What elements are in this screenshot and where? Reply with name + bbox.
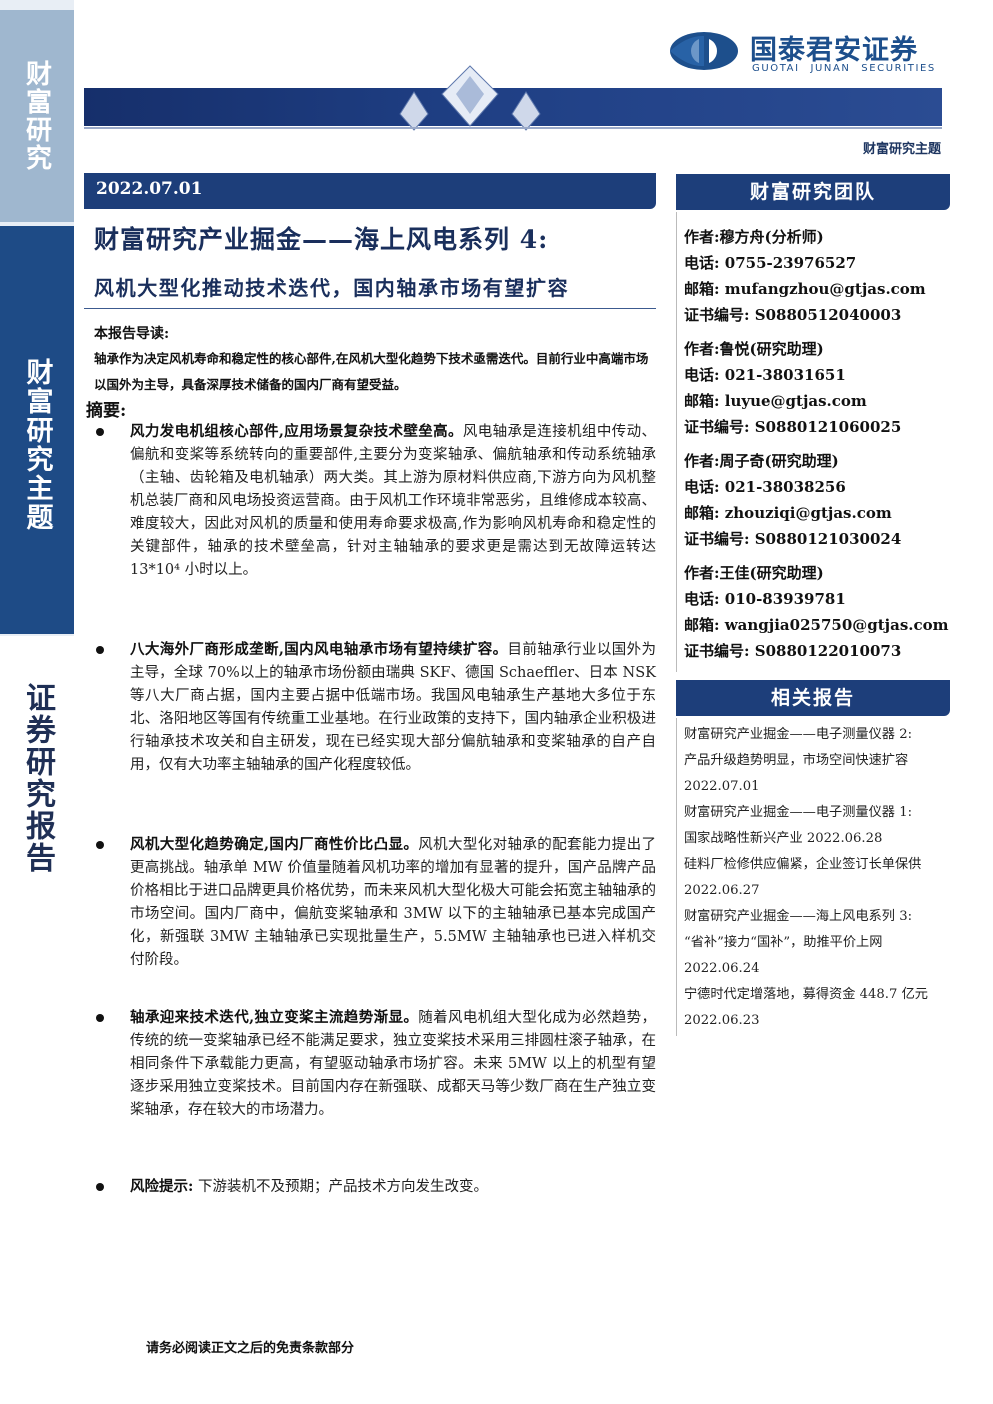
sidebar-label-wealth-topic: 财富研究主题	[0, 226, 74, 634]
related-report-line[interactable]: 财富研究产业掘金——海上风电系列 3:	[684, 909, 913, 924]
report-date: 2022.07.01	[96, 179, 203, 199]
logo-english-name: GUOTAI JUNAN SECURITIES	[752, 63, 936, 74]
report-title: 财富研究产业掘金——海上风电系列 4:	[94, 225, 549, 254]
author-phone: 电话: 021-38038256	[684, 478, 846, 496]
author-name: 作者:鲁悦(研究助理)	[684, 340, 824, 358]
author-cert: 证书编号: S0880121030024	[684, 530, 902, 548]
summary-bullet: 风机大型化趋势确定,国内厂商性价比凸显。风机大型化对轴承的配套能力提出了更高挑战…	[96, 833, 656, 972]
author-email[interactable]: 邮箱: luyue@gtjas.com	[684, 392, 867, 410]
guide-heading: 本报告导读:	[94, 326, 170, 342]
related-divider	[676, 718, 677, 1036]
bullet-bold-lead: 八大海外厂商形成垄断,国内风电轴承市场有望持续扩容。	[130, 641, 508, 658]
author-phone: 电话: 021-38031651	[684, 366, 846, 384]
author-name: 作者:王佳(研究助理)	[684, 564, 824, 582]
author-list: 作者:穆方舟(分析师) 电话: 0755-23976527 邮箱: mufang…	[684, 224, 954, 672]
related-report-line[interactable]: 财富研究产业掘金——电子测量仪器 2:	[684, 727, 913, 742]
report-date-bar: 2022.07.01	[84, 173, 656, 209]
author-card: 作者:穆方舟(分析师) 电话: 0755-23976527 邮箱: mufang…	[684, 224, 954, 328]
related-report-line[interactable]: 财富研究产业掘金——电子测量仪器 1:	[684, 805, 913, 820]
bullet-text: 随着风电机组大型化成为必然趋势，传统的统一变桨轴承已经不能满足要求，独立变桨技术…	[130, 1010, 656, 1118]
title-divider	[84, 308, 656, 309]
author-cert: 证书编号: S0880122010073	[684, 642, 902, 660]
bullet-dot-icon	[96, 1014, 104, 1022]
author-card: 作者:王佳(研究助理) 电话: 010-83939781 邮箱: wangjia…	[684, 560, 954, 664]
bullet-bold-lead: 风力发电机组核心部件,应用场景复杂技术壁垒高。	[130, 423, 463, 440]
author-name: 作者:穆方舟(分析师)	[684, 228, 824, 246]
related-report-date: 2022.06.23	[684, 1013, 760, 1028]
related-report-line[interactable]: 国家战略性新兴产业 2022.06.28	[684, 831, 883, 846]
related-report-line[interactable]: “省补”接力“国补”，助推平价上网	[684, 935, 883, 950]
author-phone: 电话: 0755-23976527	[684, 254, 857, 272]
team-heading: 财富研究团队	[676, 174, 950, 210]
bullet-text: 风机大型化对轴承的配套能力提出了更高挑战。轴承单 MW 价值量随着风机功率的增加…	[130, 837, 656, 968]
team-divider	[676, 212, 677, 672]
author-email[interactable]: 邮箱: wangjia025750@gtjas.com	[684, 616, 949, 634]
summary-bullet: 轴承迎来技术迭代,独立变桨主流趋势渐显。随着风电机组大型化成为必然趋势，传统的统…	[96, 1006, 656, 1122]
related-report-date: 2022.07.01	[684, 779, 760, 794]
bullet-dot-icon	[96, 841, 104, 849]
bullet-bold-lead: 风机大型化趋势确定,国内厂商性价比凸显。	[130, 836, 419, 853]
related-report-line[interactable]: 宁德时代定增落地，募得资金 448.7 亿元	[684, 987, 928, 1002]
summary-bullet: 风险提示: 下游装机不及预期；产品技术方向发生改变。	[96, 1175, 656, 1199]
bullet-text: 风电轴承是连接机组中传动、偏航和变桨等系统转向的重要部件,主要分为变桨轴承、偏航…	[130, 424, 657, 578]
author-card: 作者:周子奇(研究助理) 电话: 021-38038256 邮箱: zhouzi…	[684, 448, 954, 552]
related-reports-list: 财富研究产业掘金——电子测量仪器 2: 产品升级趋势明显，市场空间快速扩容 20…	[684, 722, 952, 1034]
topic-tag: 财富研究主题	[862, 142, 941, 157]
sidebar-label-wealth-research: 财富研究	[0, 10, 74, 222]
author-cert: 证书编号: S0880512040003	[684, 306, 902, 324]
company-logo: 国泰君安证券 GUOTAI JUNAN SECURITIES	[668, 26, 958, 82]
header-divider	[84, 127, 942, 129]
diamond-decoration-icon	[399, 65, 541, 131]
author-name: 作者:周子奇(研究助理)	[684, 452, 839, 470]
guide-text: 轴承作为决定风机寿命和稳定性的核心部件,在风机大型化趋势下技术亟需迭代。目前行业…	[94, 351, 649, 392]
author-email[interactable]: 邮箱: zhouziqi@gtjas.com	[684, 504, 892, 522]
bullet-dot-icon	[96, 646, 104, 654]
disclaimer-note: 请务必阅读正文之后的免责条款部分	[146, 1341, 355, 1356]
bullet-text: 下游装机不及预期；产品技术方向发生改变。	[197, 1179, 488, 1195]
related-report-line[interactable]: 硅料厂检修供应偏紧，企业签订长单保供	[684, 857, 922, 872]
author-phone: 电话: 010-83939781	[684, 590, 846, 608]
logo-chinese-name: 国泰君安证券	[750, 35, 918, 66]
bullet-bold-lead: 轴承迎来技术迭代,独立变桨主流趋势渐显。	[130, 1009, 419, 1026]
summary-bullet: 风力发电机组核心部件,应用场景复杂技术壁垒高。风电轴承是连接机组中传动、偏航和变…	[96, 420, 656, 582]
bullet-bold-lead: 风险提示:	[130, 1178, 194, 1195]
author-card: 作者:鲁悦(研究助理) 电话: 021-38031651 邮箱: luyue@g…	[684, 336, 954, 440]
bullet-dot-icon	[96, 1183, 104, 1191]
sidebar-label-securities-report: 证券研究报告	[0, 636, 74, 1404]
summary-heading: 摘要:	[86, 401, 127, 421]
author-email[interactable]: 邮箱: mufangzhou@gtjas.com	[684, 280, 926, 298]
related-reports-heading: 相关报告	[676, 680, 950, 716]
report-subtitle: 风机大型化推动技术迭代，国内轴承市场有望扩容	[94, 276, 570, 300]
logo-emblem-icon	[670, 32, 738, 70]
related-report-date: 2022.06.24	[684, 961, 760, 976]
related-report-line[interactable]: 产品升级趋势明显，市场空间快速扩容	[684, 753, 909, 768]
summary-bullet: 八大海外厂商形成垄断,国内风电轴承市场有望持续扩容。目前轴承行业以国外为主导，全…	[96, 638, 656, 777]
bullet-text: 目前轴承行业以国外为主导，全球 70%以上的轴承市场份额由瑞典 SKF、德国 S…	[130, 642, 657, 773]
header-banner	[84, 88, 942, 126]
author-cert: 证书编号: S0880121060025	[684, 418, 902, 436]
related-report-date: 2022.06.27	[684, 883, 760, 898]
bullet-dot-icon	[96, 428, 104, 436]
